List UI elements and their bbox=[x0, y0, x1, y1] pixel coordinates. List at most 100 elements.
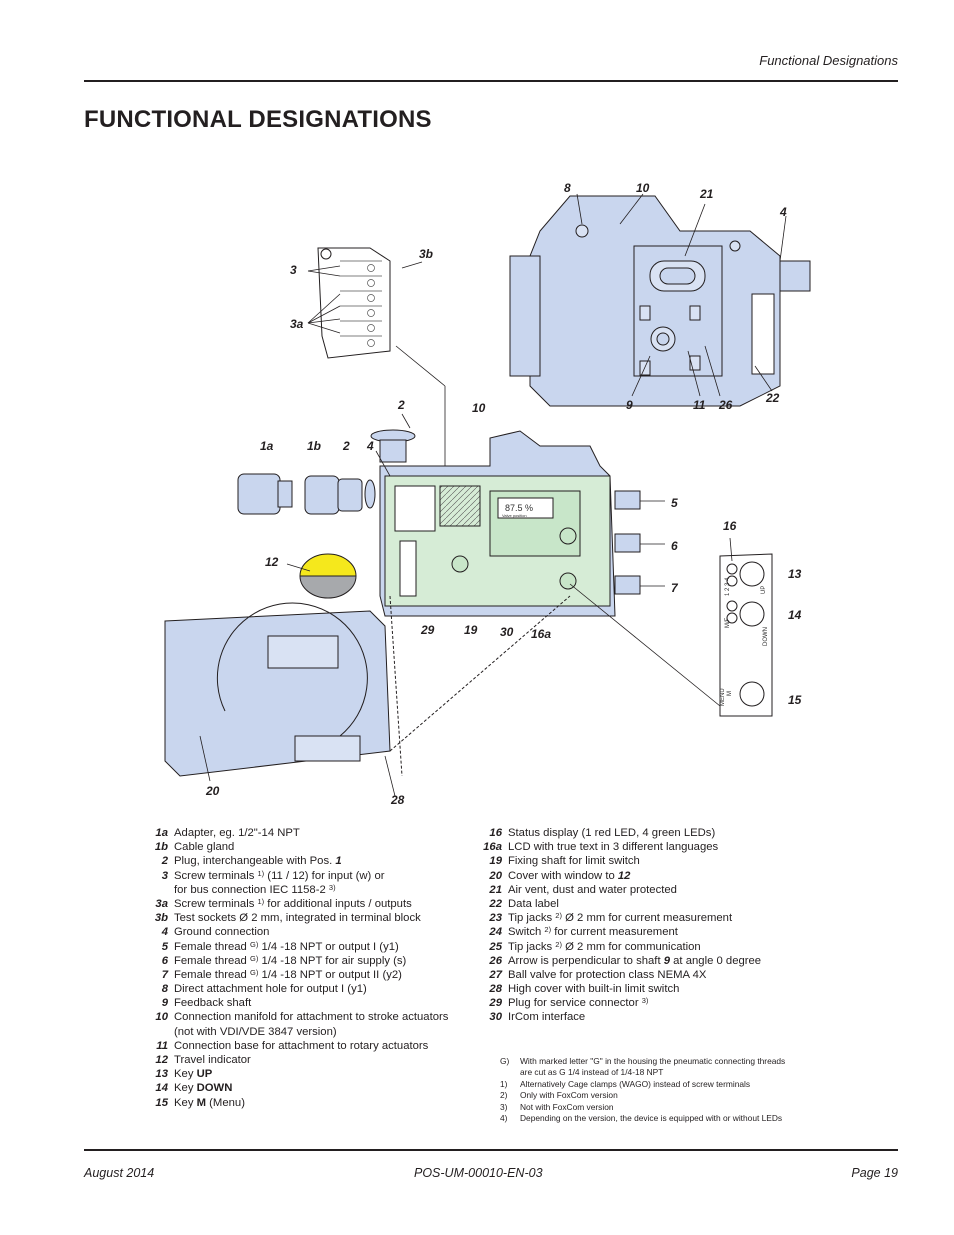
legend-key: 6 bbox=[161, 954, 168, 967]
legend-row: 9 Feedback shaft bbox=[150, 996, 490, 1010]
legend-key: 1a bbox=[155, 827, 168, 839]
legend-row: (not with VDI/VDE 3847 version) bbox=[150, 1025, 490, 1039]
footer-rule bbox=[84, 1149, 898, 1151]
legend-text: Plug for service connector bbox=[508, 997, 642, 1010]
running-header: Functional Designations bbox=[759, 53, 898, 68]
legend-key: 23 bbox=[489, 912, 502, 925]
legend-key: 11 bbox=[156, 1039, 168, 1052]
legend-key: 3 bbox=[161, 869, 168, 882]
legend-key: 9 bbox=[161, 997, 168, 1010]
legend-text: Ø 2 mm for current measurement bbox=[561, 912, 733, 925]
footer-doc-number: POS-UM-00010-EN-03 bbox=[414, 1166, 543, 1180]
legend-text: (not with VDI/VDE 3847 version) bbox=[174, 1025, 337, 1038]
legend-text: Air vent, dust and water protected bbox=[508, 883, 677, 896]
lcd-sub: Valve position bbox=[502, 513, 527, 518]
legend-text: Travel indicator bbox=[174, 1054, 251, 1066]
legend-text: IrCom interface bbox=[508, 1011, 586, 1024]
legend-key: 24 bbox=[489, 926, 502, 939]
travel-indicator bbox=[299, 553, 357, 599]
legend-emphasis: M bbox=[196, 1096, 207, 1109]
legend-description: Ground connection bbox=[174, 925, 269, 939]
legend-key: 13 bbox=[155, 1068, 168, 1081]
callout-label: 16 bbox=[723, 519, 737, 533]
legend-key: 3a bbox=[155, 897, 168, 910]
legend-text: Key bbox=[174, 1068, 197, 1081]
callout-label: 16a bbox=[531, 627, 551, 641]
callout-label: 10 bbox=[636, 181, 650, 195]
legend-description: Connection base for attachment to rotary… bbox=[174, 1039, 428, 1053]
legend-footnote-ref: 3) bbox=[641, 996, 649, 1006]
legend-footnote-ref: G) bbox=[249, 939, 259, 949]
legend-key: 25 bbox=[489, 940, 502, 953]
callout-label: 21 bbox=[699, 187, 714, 201]
legend-text: Connection manifold for attachment to st… bbox=[174, 1011, 449, 1024]
panel-up-label: UP bbox=[761, 586, 767, 594]
callout-label: 3a bbox=[290, 317, 304, 331]
callout-label: 2 bbox=[342, 439, 350, 453]
legend-key: 15 bbox=[155, 1096, 168, 1109]
callout-label: 12 bbox=[265, 555, 279, 569]
legend-text: Feedback shaft bbox=[174, 997, 252, 1010]
legend-text: for bus connection IEC 1158-2 bbox=[174, 883, 329, 896]
legend-description: Tip jacks 2) Ø 2 mm for communication bbox=[508, 940, 701, 954]
legend-description: Status display (1 red LED, 4 green LEDs) bbox=[508, 826, 715, 840]
legend-text: LCD with true text in 3 different langua… bbox=[508, 841, 719, 854]
legend-description: Data label bbox=[508, 897, 559, 911]
legend-text: Female thread bbox=[174, 954, 250, 967]
legend-emphasis: 12 bbox=[617, 869, 631, 882]
legend-emphasis: 9 bbox=[663, 954, 671, 967]
legend-footnote-ref: 1) bbox=[257, 868, 265, 878]
legend-text: Tip jacks bbox=[508, 940, 556, 953]
legend-emphasis: DOWN bbox=[196, 1082, 233, 1095]
legend-key: 5 bbox=[161, 940, 168, 953]
legend-footnote-ref: G) bbox=[249, 967, 259, 977]
panel-nums-label: 1 2 3 4 bbox=[725, 577, 731, 596]
callout-label: 20 bbox=[205, 784, 220, 798]
legend-description: Direct attachment hole for output I (y1) bbox=[174, 982, 367, 996]
legend-key: 26 bbox=[489, 954, 502, 967]
legend-description: Female thread G) 1/4 -18 NPT or output I… bbox=[174, 968, 402, 982]
legend-key: 8 bbox=[161, 983, 168, 996]
legend-description: Plug for service connector 3) bbox=[508, 996, 648, 1010]
legend-description: Cover with window to 12 bbox=[508, 869, 630, 883]
legend-text: at angle 0 degree bbox=[670, 954, 762, 967]
legend-description: for bus connection IEC 1158-2 3) bbox=[174, 883, 336, 897]
footnote-text: With marked letter "G" in the housing th… bbox=[520, 1056, 786, 1066]
footnote-key: 1) bbox=[500, 1078, 508, 1089]
lcd-value: 87.5 % bbox=[505, 503, 533, 513]
legend-description: Travel indicator bbox=[174, 1053, 251, 1067]
legend-key: 16a bbox=[483, 841, 502, 854]
legend-key: 2 bbox=[161, 855, 168, 868]
panel-down-label: DOWN bbox=[763, 627, 769, 646]
legend-row: 6 Female thread G) 1/4 -18 NPT for air su… bbox=[150, 954, 490, 968]
legend-text: Fixing shaft for limit switch bbox=[508, 855, 640, 868]
legend-description: Tip jacks 2) Ø 2 mm for current measurem… bbox=[508, 911, 732, 925]
callout-label: 1b bbox=[307, 439, 321, 453]
legend-text: Screw terminals bbox=[174, 897, 258, 910]
footnote-key: G) bbox=[500, 1056, 510, 1066]
legend-description: Female thread G) 1/4 -18 NPT for air sup… bbox=[174, 954, 406, 968]
leader-lines bbox=[199, 193, 787, 797]
legend-key: 27 bbox=[489, 968, 502, 981]
callout-label: 10 bbox=[472, 401, 486, 415]
legend-description: Air vent, dust and water protected bbox=[508, 883, 677, 897]
legend-text: for current measurement bbox=[551, 926, 678, 939]
callout-label: 9 bbox=[626, 398, 633, 412]
rear-housing-view bbox=[509, 195, 811, 407]
callout-label: 2 bbox=[397, 398, 405, 412]
legend-text: Ø 2 mm for communication bbox=[561, 940, 701, 953]
panel-menu-label: MENU bbox=[720, 688, 726, 706]
legend-text: Female thread bbox=[174, 968, 250, 981]
legend-key: 21 bbox=[489, 883, 502, 896]
legend-text: Connection base for attachment to rotary… bbox=[174, 1039, 429, 1052]
legend-footnote-ref: 3) bbox=[328, 882, 336, 892]
